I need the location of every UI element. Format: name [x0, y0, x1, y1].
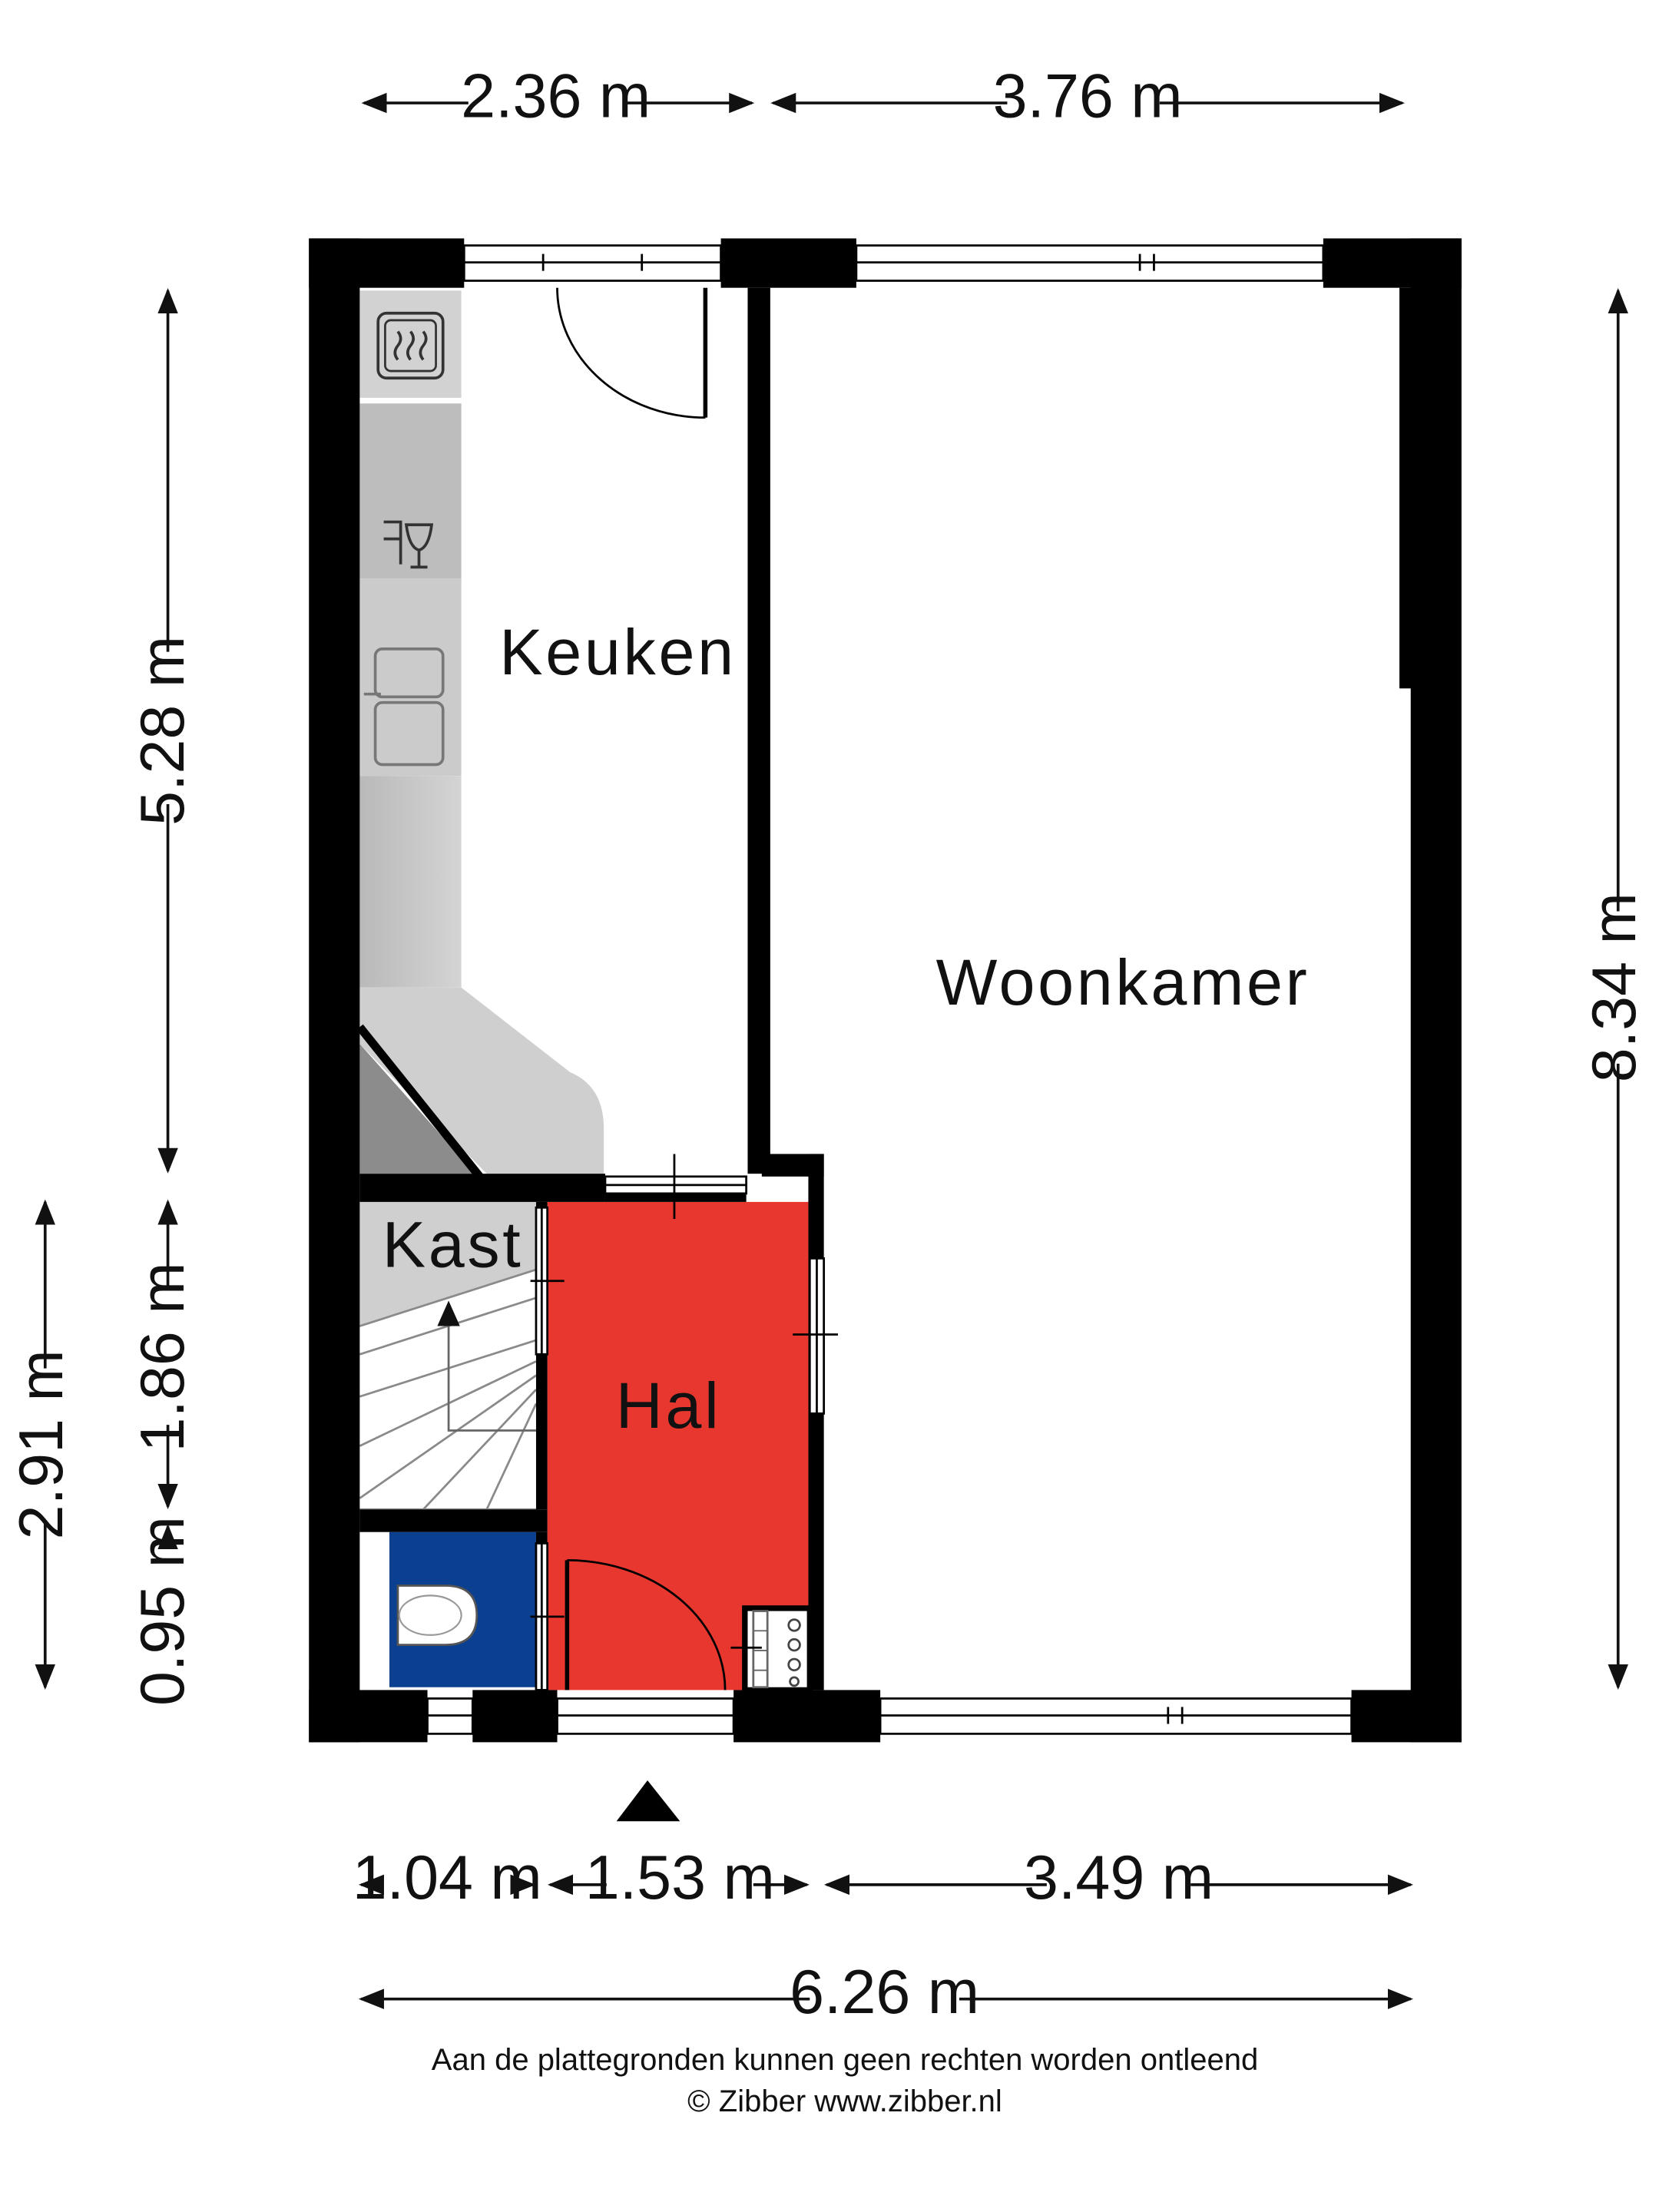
windows: [426, 244, 1353, 1735]
entrance-icon: [616, 1780, 680, 1822]
dim-bottom-2: 1.53 m: [585, 1843, 775, 1912]
sink-icon: [363, 647, 445, 767]
dimension-lines: [35, 92, 1628, 2009]
dim-left-outer: 2.91 m: [7, 1349, 76, 1539]
dim-right-total: 8.34 m: [1580, 892, 1649, 1082]
dim-bottom-3: 3.49 m: [1024, 1843, 1214, 1912]
room-label-kitchen: Keuken: [499, 616, 737, 688]
doors: [530, 287, 839, 1691]
dim-left-lower: 0.95 m: [128, 1516, 197, 1706]
disclaimer-text: Aan de plattegronden kunnen geen rechten…: [431, 2043, 1259, 2077]
dim-left-middle: 1.86 m: [128, 1262, 197, 1452]
toilet-wall-strip: [359, 1532, 389, 1687]
meter-cupboard: [742, 1605, 813, 1694]
stair-direction-arrow-icon: [437, 1300, 460, 1326]
room-label-closet: Kast: [382, 1208, 524, 1280]
copyright-text: © Zibber www.zibber.nl: [687, 2085, 1002, 2118]
floor-living: [770, 287, 1411, 1687]
room-label-hall: Hal: [616, 1369, 722, 1442]
dim-top-right: 3.76 m: [993, 61, 1183, 131]
dim-top-left: 2.36 m: [461, 61, 651, 131]
dim-bottom-total: 6.26 m: [790, 1958, 979, 2027]
dim-left-upper: 5.28 m: [128, 636, 197, 826]
room-label-living: Woonkamer: [936, 946, 1310, 1018]
staircase: [359, 1268, 538, 1514]
stove-icon: [376, 311, 445, 380]
dim-bottom-1: 1.04 m: [353, 1843, 542, 1912]
dishwasher-icon: [383, 520, 434, 569]
toilet-icon: [396, 1584, 478, 1647]
